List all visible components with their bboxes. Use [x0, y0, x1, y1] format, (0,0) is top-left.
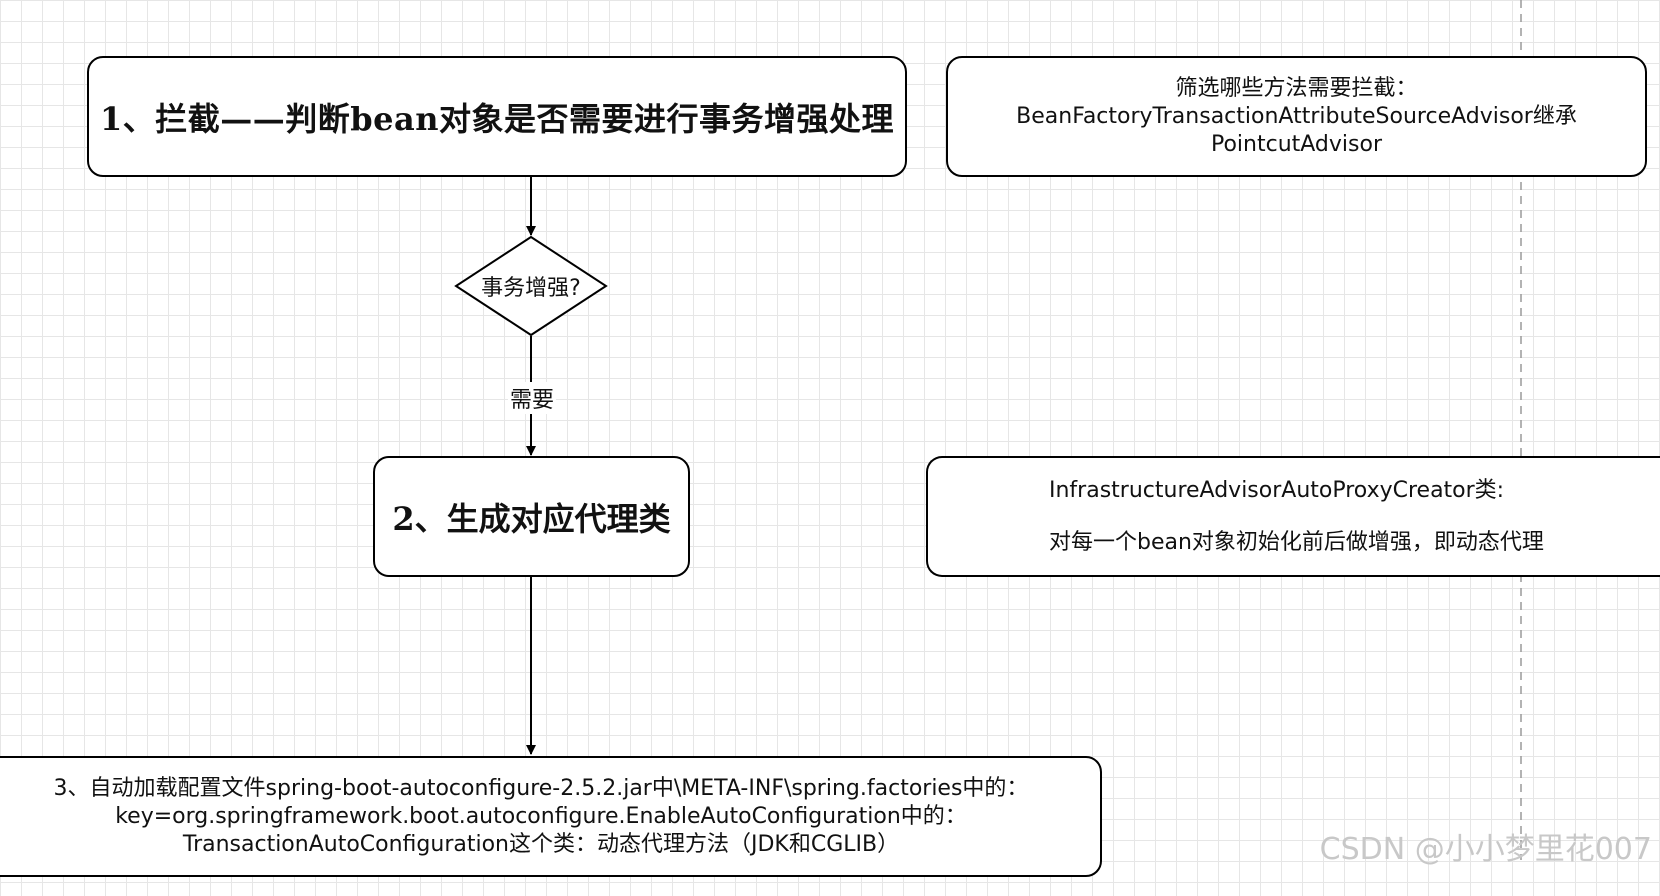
edge-label-text: 需要 — [510, 388, 555, 413]
step2-text: 2、生成对应代理类 — [392, 499, 671, 538]
decision-text: 事务增强? — [481, 276, 581, 301]
note1-line1: 筛选哪些方法需要拦截： — [1175, 75, 1418, 101]
step3-line2: key=org.springframework.boot.autoconfigu… — [115, 803, 967, 829]
step2-box: 2、生成对应代理类 — [373, 456, 690, 577]
step1-text: 1、拦截——判断bean对象是否需要进行事务增强处理 — [99, 99, 894, 138]
decision-diamond — [454, 235, 608, 337]
watermark-text: CSDN @小小梦里花007 — [1319, 832, 1652, 867]
watermark: CSDN @小小梦里花007 — [1320, 824, 1652, 868]
note2-line1: InfrastructureAdvisorAutoProxyCreator类: — [1049, 477, 1505, 503]
note2-line2: 对每一个bean对象初始化前后做增强，即动态代理 — [1049, 529, 1544, 555]
note2-box: InfrastructureAdvisorAutoProxyCreator类: … — [926, 456, 1660, 577]
step3-box: 3、自动加载配置文件spring-boot-autoconfigure-2.5.… — [0, 756, 1102, 877]
decision-label: 事务增强? — [456, 270, 606, 302]
edge-label: 需要 — [508, 382, 557, 414]
note1-box: 筛选哪些方法需要拦截： BeanFactoryTransactionAttrib… — [946, 56, 1647, 177]
note1-line3: PointcutAdvisor — [1210, 131, 1382, 157]
step3-line3: TransactionAutoConfiguration这个类：动态代理方法（J… — [182, 831, 900, 857]
note1-line2: BeanFactoryTransactionAttributeSourceAdv… — [1016, 103, 1577, 129]
step3-line1: 3、自动加载配置文件spring-boot-autoconfigure-2.5.… — [53, 775, 1029, 801]
step1-box: 1、拦截——判断bean对象是否需要进行事务增强处理 — [87, 56, 907, 177]
